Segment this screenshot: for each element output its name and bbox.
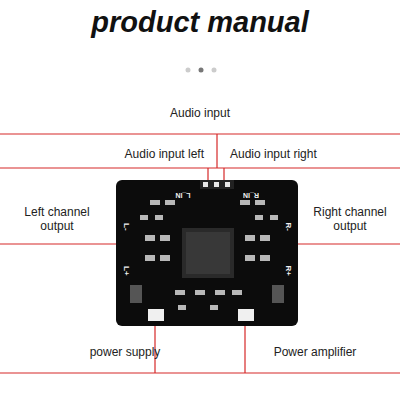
callout-label: Power amplifier — [255, 345, 375, 359]
pcb-board — [116, 180, 298, 326]
callout-label: Audio input left — [96, 147, 204, 161]
silkscreen-label: L+ — [121, 263, 131, 279]
silkscreen-label: R+ — [283, 263, 293, 279]
carousel-dots — [186, 68, 217, 73]
callout-label: Audio input right — [230, 147, 350, 161]
page-title: product manual — [0, 6, 400, 39]
silkscreen-label: R- — [283, 219, 293, 235]
silkscreen-label: L_IN — [168, 191, 198, 199]
callout-label: power supply — [70, 345, 180, 359]
callout-label: Left channel output — [12, 205, 102, 234]
callout-label: Audio input — [150, 106, 250, 120]
silkscreen-label: L- — [121, 219, 131, 235]
leader-lines — [0, 134, 400, 373]
callout-label: Right channel output — [300, 205, 400, 234]
silkscreen-label: R_IN — [236, 191, 266, 199]
